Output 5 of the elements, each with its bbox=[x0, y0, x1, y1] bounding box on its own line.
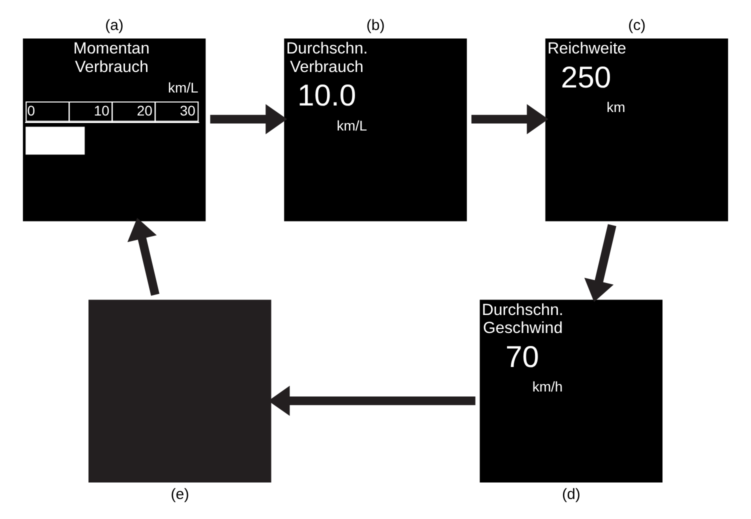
node-label: (a) bbox=[105, 16, 124, 34]
node-label: (b) bbox=[366, 16, 385, 34]
node-label: (e) bbox=[170, 485, 190, 502]
node-label: (c) bbox=[628, 16, 646, 34]
node-label: (d) bbox=[562, 485, 580, 502]
